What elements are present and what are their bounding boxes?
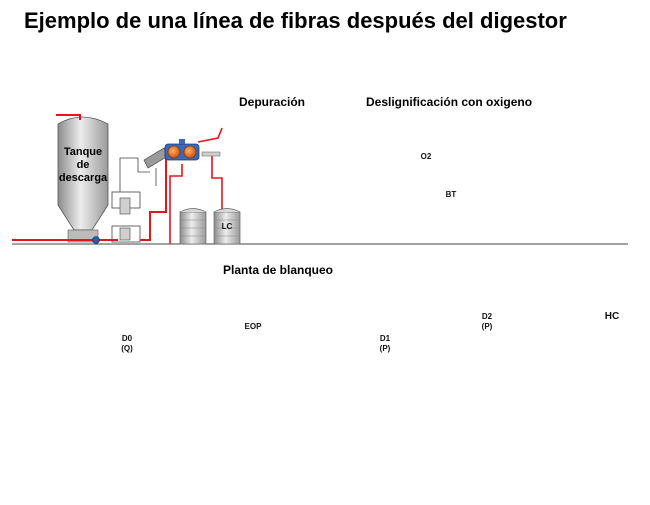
label-hc: HC: [604, 311, 620, 322]
tanque-line1: Tanque: [63, 146, 103, 158]
d2-line1: D2: [481, 312, 493, 321]
label-d0: D0 (Q): [116, 334, 138, 354]
d0-line2: (Q): [121, 344, 133, 353]
label-deslignificacion: Deslignificación con oxigeno: [366, 95, 533, 109]
knotter-equipment: [111, 147, 169, 243]
tank-near-washer1: [179, 208, 207, 245]
label-bt: BT: [445, 190, 457, 199]
d2-line2: (P): [481, 322, 493, 331]
label-lc: LC: [221, 222, 233, 231]
label-depuracion: Depuración: [239, 95, 306, 109]
d1-line1: D1: [379, 334, 391, 343]
d0-line1: D0: [121, 334, 133, 343]
label-d1: D1 (P): [374, 334, 396, 354]
label-o2: O2: [420, 152, 432, 161]
diagram-title: Ejemplo de una línea de fibras después d…: [24, 8, 567, 33]
label-blanqueo: Planta de blanqueo: [223, 263, 334, 277]
label-tanque-descarga: Tanque de descarga: [56, 146, 110, 185]
tanque-line2: de: [76, 159, 90, 171]
label-eop: EOP: [244, 322, 262, 331]
tanque-line3: descarga: [58, 172, 108, 184]
d1-line2: (P): [379, 344, 391, 353]
label-d2: D2 (P): [476, 312, 498, 332]
